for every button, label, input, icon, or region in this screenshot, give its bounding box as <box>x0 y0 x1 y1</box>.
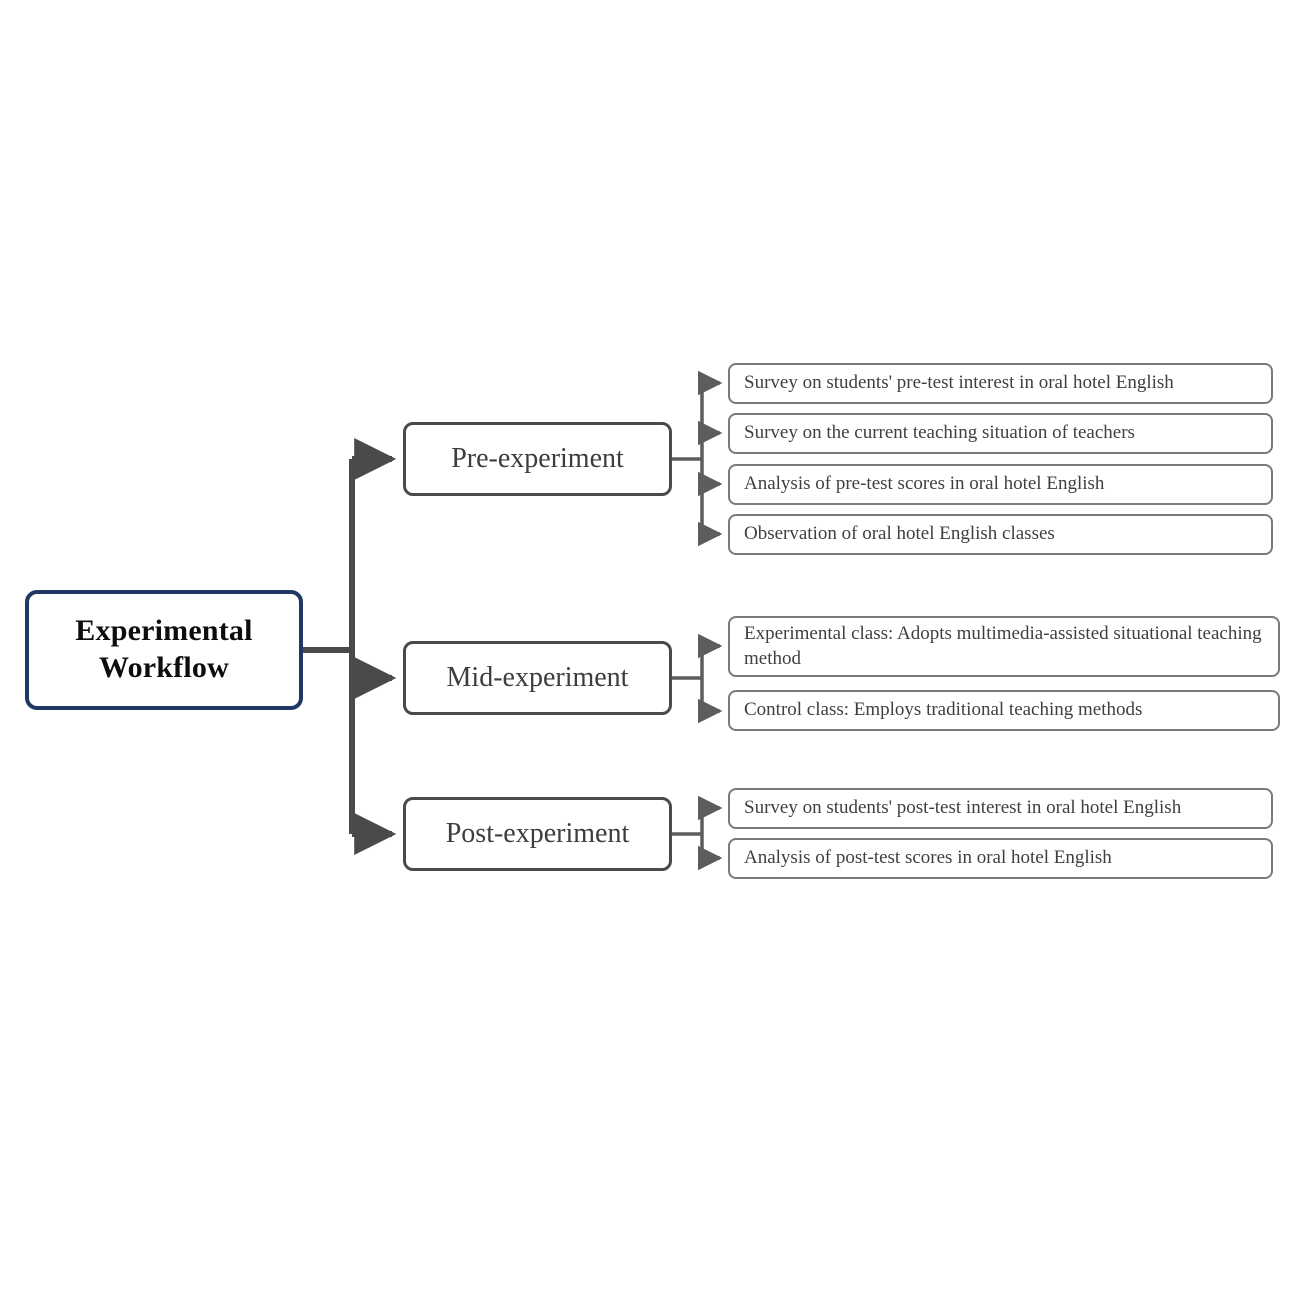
leaf-node-label: Experimental class: Adopts multimedia-as… <box>744 623 1262 669</box>
leaf-node-label: Survey on students' pre-test interest in… <box>744 372 1174 394</box>
leaf-node-label: Survey on students' post-test interest i… <box>744 797 1182 819</box>
leaf-node-pre-3[interactable]: Analysis of pre-test scores in oral hote… <box>728 464 1273 505</box>
stage-node-post-experiment[interactable]: Post-experiment <box>403 797 672 871</box>
leaf-node-post-2[interactable]: Analysis of post-test scores in oral hot… <box>728 838 1273 879</box>
root-node-experimental-workflow[interactable]: Experimental Workflow <box>25 590 303 710</box>
stage-node-pre-experiment[interactable]: Pre-experiment <box>403 422 672 496</box>
stage-node-label: Mid-experiment <box>446 662 629 693</box>
root-node-label: Experimental Workflow <box>75 614 253 684</box>
leaf-node-label: Analysis of post-test scores in oral hot… <box>744 847 1112 869</box>
connector-pre-branch <box>672 370 723 547</box>
leaf-node-pre-4[interactable]: Observation of oral hotel English classe… <box>728 514 1273 555</box>
leaf-node-label: Observation of oral hotel English classe… <box>744 523 1055 545</box>
leaf-node-mid-2[interactable]: Control class: Employs traditional teach… <box>728 690 1280 731</box>
leaf-node-label: Analysis of pre-test scores in oral hote… <box>744 473 1105 495</box>
stage-node-mid-experiment[interactable]: Mid-experiment <box>403 641 672 715</box>
leaf-node-pre-2[interactable]: Survey on the current teaching situation… <box>728 413 1273 454</box>
leaf-node-pre-1[interactable]: Survey on students' pre-test interest in… <box>728 363 1273 404</box>
leaf-node-label: Control class: Employs traditional teach… <box>744 699 1143 721</box>
leaf-node-post-1[interactable]: Survey on students' post-test interest i… <box>728 788 1273 829</box>
leaf-node-label: Survey on the current teaching situation… <box>744 422 1135 444</box>
connector-mid-branch <box>672 633 723 724</box>
stage-node-label: Post-experiment <box>445 818 630 849</box>
stage-node-label: Pre-experiment <box>451 443 624 474</box>
connector-post-branch <box>672 795 723 871</box>
leaf-node-mid-1[interactable]: Experimental class: Adopts multimedia-as… <box>728 616 1280 677</box>
connector-root-trunk <box>300 459 355 834</box>
